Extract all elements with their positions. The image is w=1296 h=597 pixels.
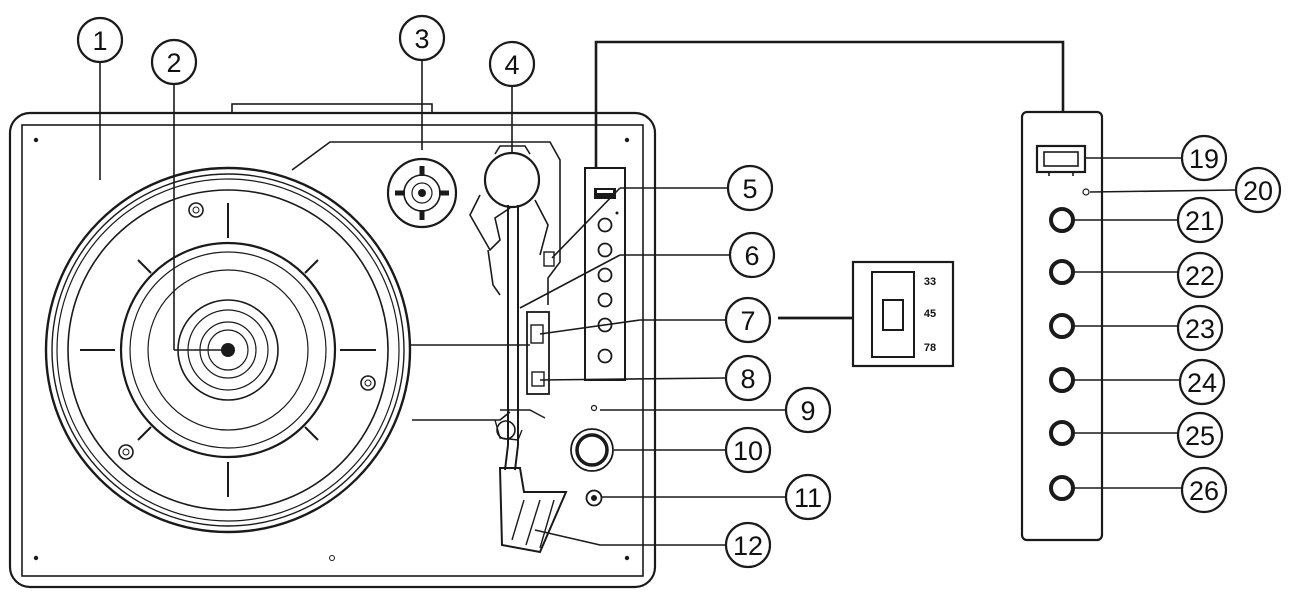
callout-label: 26 <box>1189 476 1219 506</box>
speed-option-78: 78 <box>924 342 936 354</box>
back-panel <box>1020 110 1182 542</box>
callout-1: 1 <box>76 16 124 64</box>
callout-19: 19 <box>1180 134 1228 182</box>
callout-label: 4 <box>504 50 519 80</box>
callout-11: 11 <box>784 473 832 521</box>
speed-option-45: 45 <box>924 308 936 320</box>
platter <box>44 166 412 534</box>
callout-label: 1 <box>92 26 107 56</box>
callout-2: 2 <box>150 38 198 86</box>
callout-label: 10 <box>733 436 763 466</box>
callout-label: 21 <box>1185 206 1215 236</box>
back-jack <box>1049 313 1178 339</box>
back-jack <box>1049 207 1178 233</box>
leader-lines <box>99 60 1237 546</box>
callout-label: 9 <box>800 396 815 426</box>
callout-3: 3 <box>398 14 446 62</box>
callout-label: 8 <box>740 364 755 394</box>
back-jack <box>1049 420 1178 446</box>
callout-25: 25 <box>1176 411 1224 459</box>
callout-12: 12 <box>724 521 772 569</box>
callout-label: 22 <box>1185 261 1215 291</box>
callout-23: 23 <box>1176 304 1224 352</box>
callout-label: 25 <box>1185 421 1215 451</box>
callout-7: 7 <box>724 296 772 344</box>
callout-label: 3 <box>414 24 429 54</box>
speed-option-33: 33 <box>924 276 936 288</box>
callout-6: 6 <box>728 231 776 279</box>
back-jack <box>1049 259 1178 285</box>
tonearm <box>469 145 568 554</box>
callout-label: 24 <box>1187 368 1217 398</box>
speed-option-labels: 33 45 78 <box>924 276 936 354</box>
callout-8: 8 <box>724 354 772 402</box>
callout-label: 7 <box>740 306 755 336</box>
callout-label: 23 <box>1185 314 1215 344</box>
back-jack <box>1049 475 1182 501</box>
callout-label: 20 <box>1243 176 1273 206</box>
callout-20: 20 <box>1234 166 1282 214</box>
callout-label: 2 <box>166 48 181 78</box>
callout-26: 26 <box>1180 466 1228 514</box>
callout-21: 21 <box>1176 196 1224 244</box>
callout-label: 5 <box>742 174 757 204</box>
turntable-body <box>8 103 657 589</box>
callout-22: 22 <box>1176 251 1224 299</box>
callout-9: 9 <box>784 386 832 434</box>
callout-5: 5 <box>726 164 774 212</box>
speed-switch-inset: 33 45 78 <box>778 260 955 368</box>
callout-label: 12 <box>733 531 763 561</box>
callout-10: 10 <box>724 426 772 474</box>
callout-label: 6 <box>744 241 759 271</box>
callout-label: 11 <box>794 483 822 513</box>
connection-line <box>594 40 1065 168</box>
callout-24: 24 <box>1178 358 1226 406</box>
back-jack <box>1049 367 1180 393</box>
adapter-45 <box>386 157 458 229</box>
callout-4: 4 <box>488 40 536 88</box>
control-panel <box>570 167 626 507</box>
callout-label: 19 <box>1189 144 1219 174</box>
